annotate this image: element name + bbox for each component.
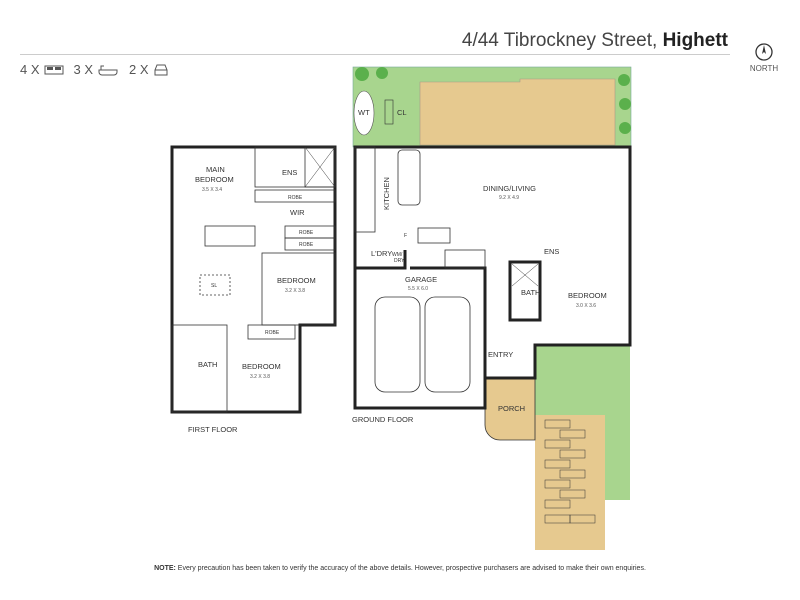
compass-icon (755, 43, 773, 61)
garage-dim: 5.5 X 6.0 (408, 286, 428, 292)
bedroom-dim: 3.2 X 3.8 (250, 374, 270, 380)
wir-label: WIR (290, 208, 305, 217)
bath-icon (98, 65, 118, 75)
main-bedroom-label-2: BEDROOM (195, 175, 234, 184)
porch-label: PORCH (498, 404, 525, 413)
washing-machine-label: WM/ (392, 252, 403, 258)
clothesline (384, 99, 394, 125)
porch (484, 377, 536, 441)
water-tank (353, 90, 375, 136)
laundry-label: L'DRY (371, 249, 392, 258)
header-divider (20, 54, 730, 55)
bedroom-dim: 3.2 X 3.8 (285, 288, 305, 294)
robe-label: ROBE (265, 330, 280, 336)
dining-living-label: DINING/LIVING (483, 184, 536, 193)
bed-icon (44, 65, 64, 74)
bedroom-label: BEDROOM (568, 291, 607, 300)
bath-label: BATH (521, 288, 540, 297)
bedroom-label: BEDROOM (277, 276, 316, 285)
first-floor-plan: MAIN BEDROOM 3.5 X 3.4 ENS ROBE WIR ROBE… (170, 145, 337, 434)
feature-counts: 4 X 3 X 2 X (20, 62, 169, 77)
main-bedroom-label: MAIN (206, 165, 225, 174)
deck (419, 78, 616, 146)
bedroom-count: 4 X (20, 62, 64, 77)
bedroom-dim: 3.0 X 3.6 (576, 303, 596, 309)
bedroom-label: BEDROOM (242, 362, 281, 371)
ens-label: ENS (282, 168, 297, 177)
robe-label: ROBE (299, 230, 314, 236)
first-floor-label: FIRST FLOOR (188, 425, 238, 434)
kitchen-label: KITCHEN (382, 177, 391, 210)
bath-label: BATH (198, 360, 217, 369)
car-icon (154, 64, 168, 75)
robe-label: ROBE (288, 195, 303, 201)
bathroom-count: 3 X (74, 62, 120, 77)
robe-label: ROBE (299, 242, 314, 248)
main-bedroom-dim: 3.5 X 3.4 (202, 187, 222, 193)
property-address: 4/44 Tibrockney Street, Highett (461, 30, 728, 51)
dining-living-dim: 9.2 X 4.9 (499, 195, 519, 201)
entry-label: ENTRY (488, 350, 513, 359)
skylight-label: SL (211, 283, 217, 289)
garage-label: GARAGE (405, 275, 437, 284)
ground-floor-label: GROUND FLOOR (352, 415, 414, 424)
cl-label: CL (397, 108, 407, 117)
ground-floor-plan: KITCHEN DINING/LIVING 9.2 X 4.9 F L'DRY … (352, 145, 632, 424)
floor-plan-drawing: WT CL MAIN BEDROOM 3.5 X 3.4 ENS ROBE (170, 66, 632, 550)
disclaimer-note: NOTE: Every precaution has been taken to… (154, 565, 646, 572)
north-indicator: NORTH (748, 42, 780, 73)
ens-label: ENS (544, 247, 559, 256)
fridge-label: F (404, 233, 407, 239)
wt-label: WT (358, 108, 370, 117)
car-space-count: 2 X (129, 62, 169, 77)
dryer-label: DRY (394, 258, 405, 264)
